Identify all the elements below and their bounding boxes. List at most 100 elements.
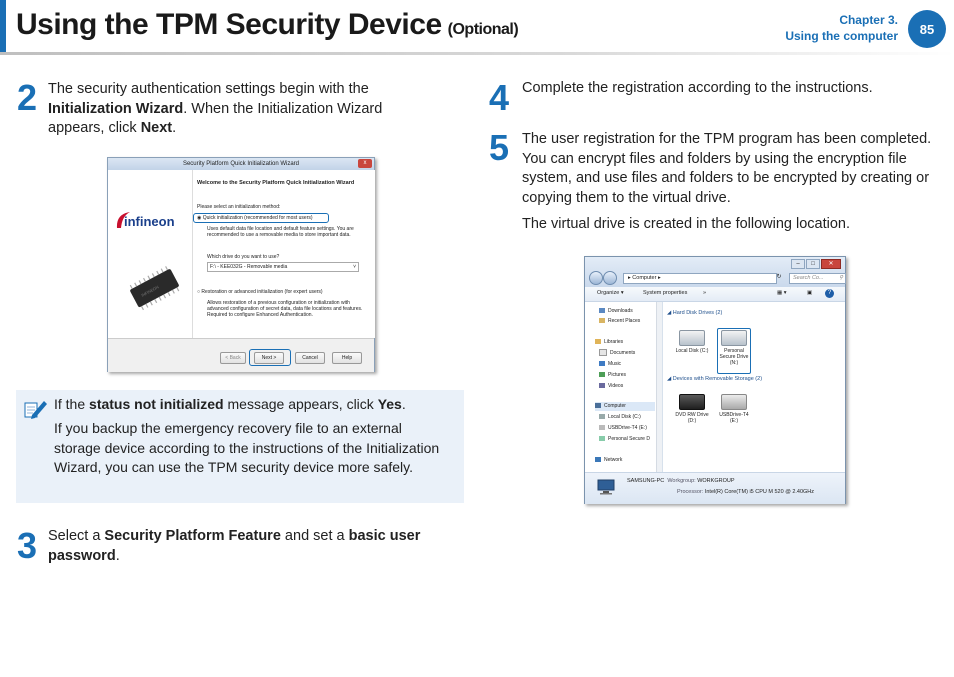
nav-item-music[interactable]: Music bbox=[599, 360, 621, 369]
dialog-titlebar: Security Platform Quick Initialization W… bbox=[108, 158, 374, 170]
nav-item-network[interactable]: Network bbox=[595, 456, 622, 465]
tpm-chip-image: INFINEON bbox=[126, 266, 184, 312]
video-icon bbox=[599, 383, 605, 389]
nav-item-computer[interactable]: Computer bbox=[595, 402, 655, 411]
which-drive-label: Which drive do you want to use? bbox=[207, 254, 280, 260]
library-icon bbox=[595, 339, 601, 345]
drive-dvd-rw[interactable]: DVD RW Drive (D:) bbox=[675, 394, 709, 424]
nav-scrollbar[interactable] bbox=[656, 302, 662, 472]
back-arrow-icon[interactable] bbox=[589, 271, 603, 285]
nav-item-recent-places[interactable]: Recent Places bbox=[599, 317, 640, 326]
back-button[interactable]: < Back bbox=[220, 352, 246, 364]
view-options-icon[interactable]: ▦ ▾ bbox=[777, 290, 787, 296]
quick-init-highlight bbox=[193, 213, 329, 223]
nav-item-usbdrive[interactable]: USBDrive-T4 (E:) bbox=[599, 424, 647, 433]
step-3-text: Select a Security Platform Feature and s… bbox=[48, 528, 421, 564]
drive-usbdrive-t4[interactable]: USBDrive-T4 (E:) bbox=[717, 394, 751, 424]
system-properties-button[interactable]: System properties bbox=[643, 290, 688, 296]
cancel-button[interactable]: Cancel bbox=[295, 352, 325, 364]
search-input[interactable]: Search Co...⚲ bbox=[789, 273, 846, 284]
wizard-welcome-heading: Welcome to the Security Platform Quick I… bbox=[197, 180, 355, 186]
folder-icon bbox=[599, 308, 605, 314]
next-button-highlight bbox=[249, 349, 291, 366]
chapter-number: Chapter 3. bbox=[839, 13, 898, 27]
nav-item-libraries[interactable]: Libraries bbox=[595, 338, 623, 347]
select-method-label: Please select an initialization method: bbox=[197, 204, 281, 210]
nav-item-downloads[interactable]: Downloads bbox=[599, 307, 633, 316]
organize-button[interactable]: Organize ▾ bbox=[597, 290, 624, 296]
chevron-down-icon: ˅ bbox=[353, 264, 356, 270]
forward-arrow-icon[interactable] bbox=[603, 271, 617, 285]
step-4-number: 4 bbox=[489, 77, 510, 118]
header-rule bbox=[0, 52, 954, 55]
title-suffix: (Optional) bbox=[447, 21, 519, 38]
nav-item-personal-secure-drive[interactable]: Personal Secure D bbox=[599, 435, 650, 444]
infineon-logo: infineon bbox=[114, 208, 175, 232]
processor-info: Processor: Intel(R) Core(TM) i5 CPU M 52… bbox=[677, 489, 815, 495]
svg-text:infineon: infineon bbox=[124, 214, 175, 229]
next-button[interactable]: Next > bbox=[254, 352, 284, 364]
explorer-titlebar: – □ ✕ ▸ Computer ▸ ↻ Search Co...⚲ bbox=[585, 257, 846, 287]
search-icon: ⚲ bbox=[838, 275, 843, 281]
advanced-init-radio[interactable]: ○ Restoration or advanced initialization… bbox=[197, 289, 323, 295]
dialog-content-panel: Welcome to the Security Platform Quick I… bbox=[192, 170, 375, 338]
music-icon bbox=[599, 361, 605, 367]
picture-icon bbox=[599, 372, 605, 378]
document-icon bbox=[599, 349, 607, 357]
computer-icon bbox=[595, 403, 601, 409]
nav-item-documents[interactable]: Documents bbox=[599, 349, 635, 358]
step-5-number: 5 bbox=[489, 127, 510, 168]
chapter-label: Chapter 3. Using the computer bbox=[785, 12, 898, 44]
drive-select[interactable]: F:\ - KEE032G - Removable media˅ bbox=[207, 262, 359, 272]
drive-local-disk-c[interactable]: Local Disk (C:) bbox=[675, 330, 709, 354]
step-2-number: 2 bbox=[17, 77, 38, 118]
close-icon[interactable]: x bbox=[358, 159, 372, 168]
window-controls: – □ ✕ bbox=[791, 259, 841, 269]
group-removable-storage: ◢ Devices with Removable Storage (2) bbox=[667, 376, 763, 382]
title-accent-bar bbox=[0, 0, 6, 52]
help-icon[interactable]: ? bbox=[825, 289, 834, 298]
content-pane: ◢ Hard Disk Drives (2) Local Disk (C:) P… bbox=[663, 302, 845, 472]
maximize-icon[interactable]: □ bbox=[806, 259, 820, 269]
navigation-pane: Downloads Recent Places Libraries Docume… bbox=[585, 302, 663, 472]
computer-name: SAMSUNG-PC Workgroup: WORKGROUP bbox=[627, 478, 735, 484]
chapter-title: Using the computer bbox=[785, 29, 898, 43]
explorer-toolbar: Organize ▾ System properties » ▦ ▾ ▣ ? bbox=[585, 287, 845, 302]
usb-drive-icon bbox=[599, 425, 605, 431]
minimize-icon[interactable]: – bbox=[791, 259, 805, 269]
secure-drive-icon bbox=[721, 330, 747, 346]
nav-item-videos[interactable]: Videos bbox=[599, 382, 623, 391]
network-icon bbox=[595, 457, 601, 463]
drive-personal-secure[interactable]: Personal Secure Drive (N:) bbox=[717, 330, 751, 366]
close-icon[interactable]: ✕ bbox=[821, 259, 841, 269]
nav-item-pictures[interactable]: Pictures bbox=[599, 371, 626, 380]
hard-drive-icon bbox=[679, 330, 705, 346]
group-hard-disk-drives: ◢ Hard Disk Drives (2) bbox=[667, 310, 723, 316]
explorer-window-screenshot: – □ ✕ ▸ Computer ▸ ↻ Search Co...⚲ Organ… bbox=[584, 256, 846, 504]
step-5-text: The user registration for the TPM progra… bbox=[522, 131, 932, 206]
step-3-number: 3 bbox=[17, 525, 38, 566]
advanced-init-description: Allows restoration of a previous configu… bbox=[207, 300, 363, 318]
drive-icon bbox=[599, 414, 605, 420]
step-2-text: The security authentication settings beg… bbox=[48, 81, 383, 136]
nav-item-local-disk[interactable]: Local Disk (C:) bbox=[599, 413, 641, 422]
secure-drive-highlight bbox=[717, 328, 751, 374]
secure-drive-icon bbox=[599, 436, 605, 442]
preview-pane-icon[interactable]: ▣ bbox=[807, 290, 813, 296]
refresh-icon[interactable]: ↻ bbox=[776, 274, 782, 280]
folder-icon bbox=[599, 318, 605, 324]
note-line-1: If the status not initialized message ap… bbox=[54, 396, 406, 412]
details-pane: SAMSUNG-PC Workgroup: WORKGROUP Processo… bbox=[585, 472, 845, 504]
dialog-button-bar: < Back Next > Cancel Help bbox=[108, 338, 374, 372]
wizard-dialog-screenshot: Security Platform Quick Initialization W… bbox=[107, 157, 375, 372]
quick-init-radio[interactable]: ◉ Quick initialization (recommended for … bbox=[197, 215, 313, 221]
step-5-text-2: The virtual drive is created in the foll… bbox=[522, 216, 851, 232]
note-box bbox=[16, 390, 464, 503]
dvd-drive-icon bbox=[679, 394, 705, 410]
dialog-brand-panel: infineon INFINEON bbox=[108, 170, 192, 338]
computer-icon bbox=[597, 479, 617, 495]
usb-drive-icon bbox=[721, 394, 747, 410]
more-commands-icon[interactable]: » bbox=[703, 290, 707, 296]
address-bar[interactable]: ▸ Computer ▸ bbox=[623, 273, 777, 284]
help-button[interactable]: Help bbox=[332, 352, 362, 364]
